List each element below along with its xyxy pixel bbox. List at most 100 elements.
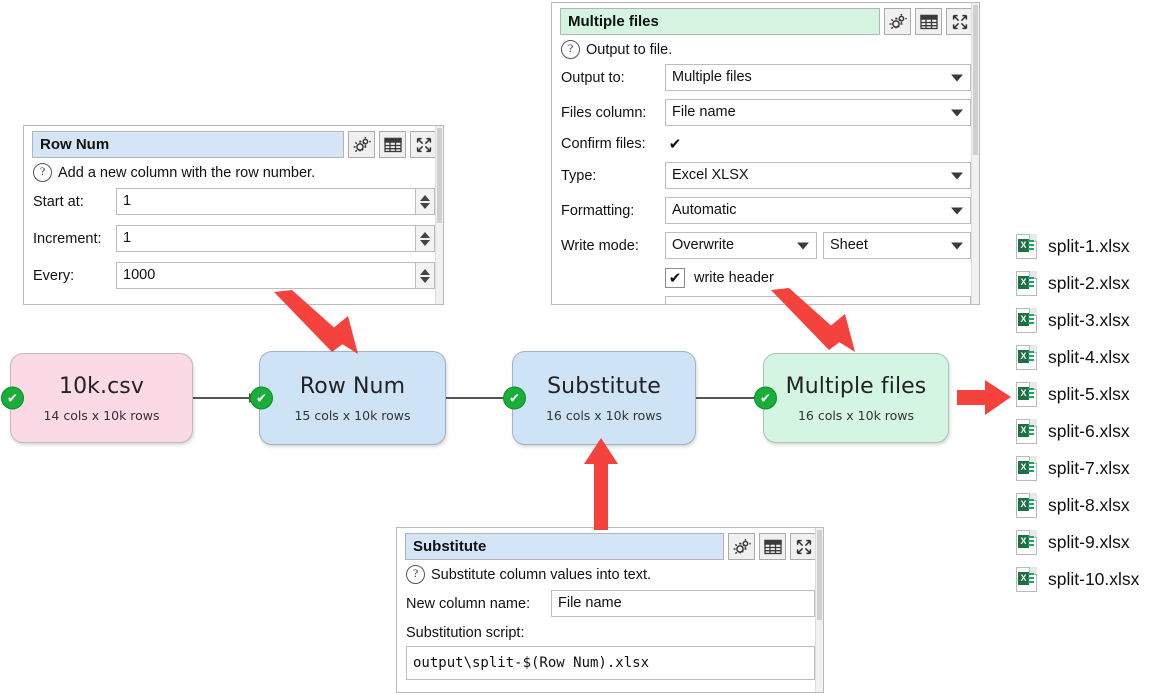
panel-description-row-num: ? Add a new column with the row number. (24, 162, 443, 184)
status-badge: ✔ (1, 386, 24, 410)
expand-icon[interactable] (790, 533, 817, 560)
flow-node-subtitle: 15 cols x 10k rows (294, 407, 411, 423)
input-every[interactable]: 1000 (116, 262, 416, 289)
flow-node-title: 10k.csv (58, 373, 144, 399)
excel-file-icon: X (1016, 456, 1037, 481)
checkbox-write-header[interactable]: ✔ (665, 268, 685, 288)
label-new-column-name: New column name: (406, 595, 531, 612)
label-confirm-files: Confirm files: (561, 136, 646, 152)
panel-title-input-substitute[interactable]: Substitute (405, 533, 724, 560)
excel-file-icon: X (1016, 419, 1037, 444)
field-row-write-header: ✔ write header (552, 267, 979, 289)
combo-files-column[interactable]: File name (665, 99, 971, 126)
list-item[interactable]: X split-4.xlsx (1016, 339, 1139, 376)
combo-formatting[interactable]: Automatic (665, 197, 971, 224)
list-item[interactable]: X split-6.xlsx (1016, 413, 1139, 450)
list-item[interactable]: X split-9.xlsx (1016, 524, 1139, 561)
panel-title-input-row-num[interactable]: Row Num (32, 131, 344, 158)
field-row-increment: Increment: 1 (24, 224, 443, 253)
panel-scrollbar-substitute[interactable] (815, 528, 823, 692)
file-name: split-9.xlsx (1048, 532, 1130, 552)
field-row-partial-clipped (552, 295, 979, 304)
panel-description-substitute: ? Substitute column values into text. (397, 564, 823, 586)
list-item[interactable]: X split-7.xlsx (1016, 450, 1139, 487)
chevron-down-icon (951, 109, 963, 116)
combo-formatting-value: Automatic (672, 202, 737, 218)
status-badge: ✔ (503, 386, 526, 410)
field-row-new-column-name: New column name: File name (397, 589, 823, 618)
file-name: split-5.xlsx (1048, 384, 1130, 404)
gear-icon[interactable] (348, 131, 375, 158)
excel-file-icon: X (1016, 271, 1037, 296)
flow-link-2 (446, 397, 512, 399)
label-substitution-script: Substitution script: (406, 625, 525, 641)
input-substitution-script[interactable]: output\split-$(Row Num).xlsx (406, 646, 815, 680)
label-write-mode: Write mode: (561, 237, 639, 254)
input-start-at[interactable]: 1 (116, 188, 416, 215)
panel-row-num[interactable]: Row Num ? Add a new column with the row … (23, 125, 444, 305)
field-row-type: Type: Excel XLSX (552, 161, 979, 190)
help-icon[interactable]: ? (406, 565, 425, 584)
excel-file-icon: X (1016, 345, 1037, 370)
panel-scrollbar-multiple-files[interactable] (971, 3, 979, 304)
combo-write-target[interactable]: Sheet (823, 232, 971, 259)
list-item[interactable]: X split-5.xlsx (1016, 376, 1139, 413)
combo-write-target-value: Sheet (830, 237, 868, 253)
table-icon[interactable] (759, 533, 786, 560)
gear-icon[interactable] (728, 533, 755, 560)
expand-icon[interactable] (946, 8, 973, 35)
status-badge: ✔ (754, 386, 777, 410)
flow-node-title: Multiple files (785, 373, 927, 399)
field-clipped[interactable] (665, 296, 971, 304)
field-row-write-mode: Write mode: Overwrite Sheet (552, 231, 979, 260)
panel-substitute[interactable]: Substitute ? Substitute column values in… (396, 527, 824, 693)
panel-multiple-files[interactable]: Multiple files ? Output to file. Output … (551, 2, 980, 305)
panel-scrollbar-row-num[interactable] (435, 126, 443, 304)
field-row-substitution-script: output\split-$(Row Num).xlsx (397, 645, 823, 681)
stepper-every[interactable] (416, 262, 435, 289)
flow-node-subtitle: 16 cols x 10k rows (545, 407, 663, 423)
flow-node-title: Row Num (299, 373, 406, 399)
checkbox-confirm-files[interactable]: ✔ (665, 134, 685, 154)
flow-node-row-num[interactable]: ✔ Row Num 15 cols x 10k rows (250, 351, 446, 445)
list-item[interactable]: X split-3.xlsx (1016, 302, 1139, 339)
list-item[interactable]: X split-2.xlsx (1016, 265, 1139, 302)
field-row-every: Every: 1000 (24, 261, 443, 290)
combo-write-mode[interactable]: Overwrite (665, 232, 817, 259)
gear-icon[interactable] (884, 8, 911, 35)
table-icon[interactable] (915, 8, 942, 35)
stepper-start-at[interactable] (416, 188, 435, 215)
pointer-arrow-to-row-num (270, 290, 362, 363)
panel-title-input-multiple-files[interactable]: Multiple files (560, 8, 880, 35)
input-new-column-name[interactable]: File name (551, 590, 815, 617)
table-icon[interactable] (379, 131, 406, 158)
output-file-list: X split-1.xlsx X split-2.xlsx X split-3.… (1016, 228, 1139, 598)
list-item[interactable]: X split-10.xlsx (1016, 561, 1139, 598)
chevron-down-icon (951, 207, 963, 214)
input-increment[interactable]: 1 (116, 225, 416, 252)
list-item[interactable]: X split-1.xlsx (1016, 228, 1139, 265)
label-increment: Increment: (33, 230, 102, 247)
flow-node-multiple-files[interactable]: ✔ Multiple files 16 cols x 10k rows (754, 353, 949, 443)
flow-node-10k-csv[interactable]: ✔ 10k.csv 14 cols x 10k rows (1, 353, 193, 443)
status-badge: ✔ (250, 386, 273, 410)
flow-node-substitute[interactable]: ✔ Substitute 16 cols x 10k rows (503, 351, 696, 445)
excel-file-icon: X (1016, 567, 1037, 592)
field-row-confirm-files: Confirm files: ✔ (552, 133, 979, 155)
help-icon[interactable]: ? (561, 40, 580, 59)
expand-icon[interactable] (410, 131, 437, 158)
chevron-down-icon (951, 74, 963, 81)
help-icon[interactable]: ? (33, 163, 52, 182)
label-write-header: write header (694, 270, 774, 286)
combo-type[interactable]: Excel XLSX (665, 162, 971, 189)
file-name: split-10.xlsx (1048, 569, 1140, 589)
file-name: split-3.xlsx (1048, 310, 1130, 330)
flow-node-title: Substitute (547, 373, 661, 399)
combo-output-to-value: Multiple files (672, 69, 752, 85)
label-substitution-script-row: Substitution script: (397, 624, 823, 642)
file-name: split-4.xlsx (1048, 347, 1130, 367)
list-item[interactable]: X split-8.xlsx (1016, 487, 1139, 524)
combo-output-to[interactable]: Multiple files (665, 64, 971, 91)
excel-file-icon: X (1016, 382, 1037, 407)
stepper-increment[interactable] (416, 225, 435, 252)
